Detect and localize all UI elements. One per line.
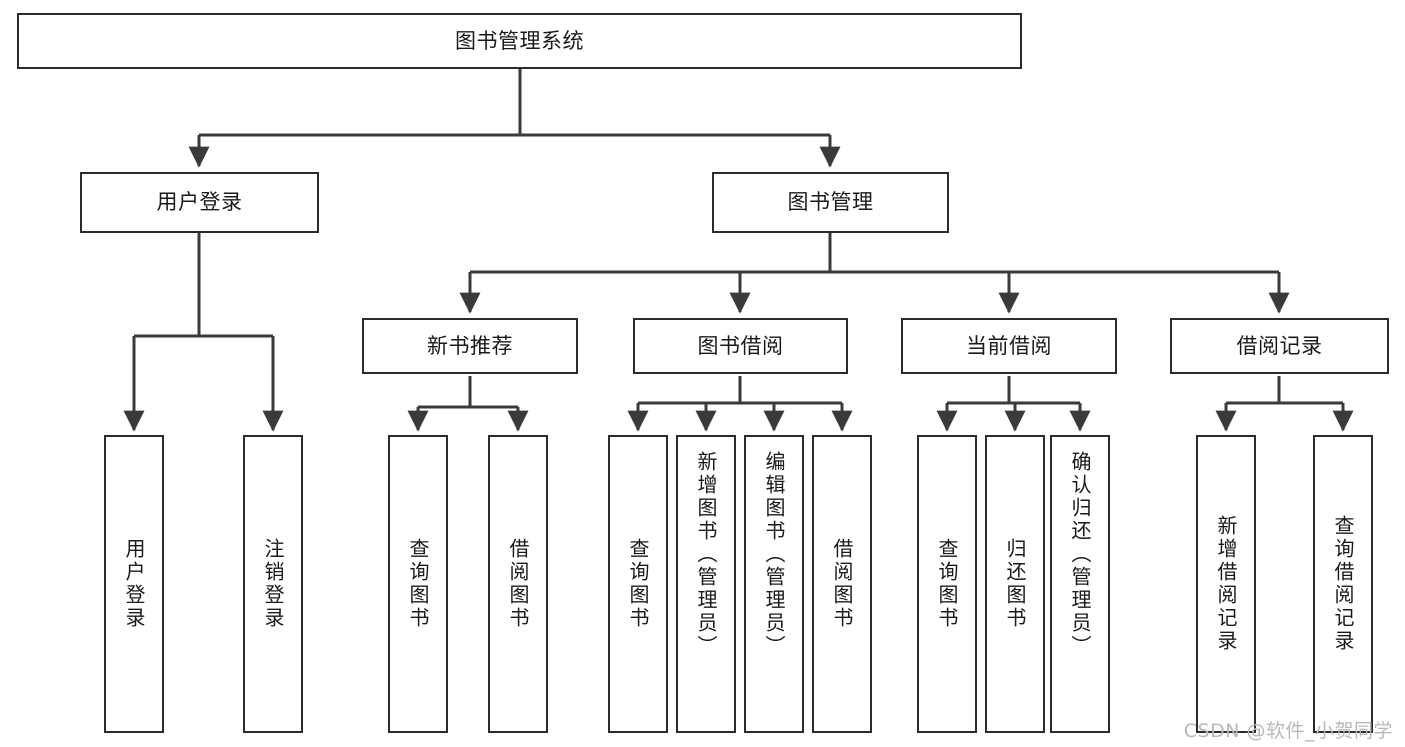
node-label: 借阅图书 (830, 538, 854, 630)
node-borrow-record[interactable]: 借阅记录 (1170, 318, 1389, 374)
leaf-new-book-query-book[interactable]: 查询图书 (388, 435, 448, 733)
leaf-current-borrow-query-book[interactable]: 查询图书 (917, 435, 977, 733)
node-current-borrow[interactable]: 当前借阅 (901, 318, 1117, 374)
leaf-new-book-borrow-book[interactable]: 借阅图书 (488, 435, 548, 733)
node-label: 新增图书（管理员） (694, 451, 718, 658)
node-user-login[interactable]: 用户登录 (80, 172, 319, 233)
node-label: 图书管理系统 (455, 28, 584, 53)
node-label: 查询图书 (406, 538, 430, 630)
node-label: 归还图书 (1003, 538, 1027, 630)
node-label: 查询借阅记录 (1331, 515, 1355, 653)
node-book-borrow[interactable]: 图书借阅 (633, 318, 848, 374)
node-label: 当前借阅 (966, 333, 1052, 358)
node-label: 新书推荐 (427, 333, 513, 358)
node-book-management[interactable]: 图书管理 (712, 172, 949, 233)
leaf-current-borrow-return-book[interactable]: 归还图书 (985, 435, 1045, 733)
node-root-book-management-system[interactable]: 图书管理系统 (17, 13, 1022, 69)
node-label: 确认归还（管理员） (1068, 451, 1092, 658)
leaf-user-login-logout[interactable]: 注销登录 (243, 435, 303, 733)
leaf-current-borrow-confirm-return-admin[interactable]: 确认归还（管理员） (1050, 435, 1110, 733)
node-label: 图书借阅 (697, 333, 784, 358)
leaf-book-borrow-edit-book-admin[interactable]: 编辑图书（管理员） (744, 435, 804, 733)
node-label: 借阅记录 (1236, 333, 1323, 358)
node-label: 用户登录 (156, 190, 243, 215)
leaf-book-borrow-borrow-book[interactable]: 借阅图书 (812, 435, 872, 733)
node-label: 查询图书 (935, 538, 959, 630)
node-label: 图书管理 (787, 190, 874, 215)
leaf-borrow-record-query-record[interactable]: 查询借阅记录 (1313, 435, 1373, 733)
leaf-borrow-record-add-record[interactable]: 新增借阅记录 (1196, 435, 1256, 733)
node-label: 新增借阅记录 (1214, 515, 1238, 653)
node-label: 借阅图书 (506, 538, 530, 630)
node-label: 编辑图书（管理员） (762, 451, 786, 658)
node-new-book-recommend[interactable]: 新书推荐 (362, 318, 578, 374)
leaf-book-borrow-add-book-admin[interactable]: 新增图书（管理员） (676, 435, 736, 733)
node-label: 查询图书 (626, 538, 650, 630)
node-label: 注销登录 (261, 538, 285, 630)
leaf-user-login-login[interactable]: 用户登录 (104, 435, 164, 733)
leaf-book-borrow-query-book[interactable]: 查询图书 (608, 435, 668, 733)
node-label: 用户登录 (122, 538, 146, 630)
